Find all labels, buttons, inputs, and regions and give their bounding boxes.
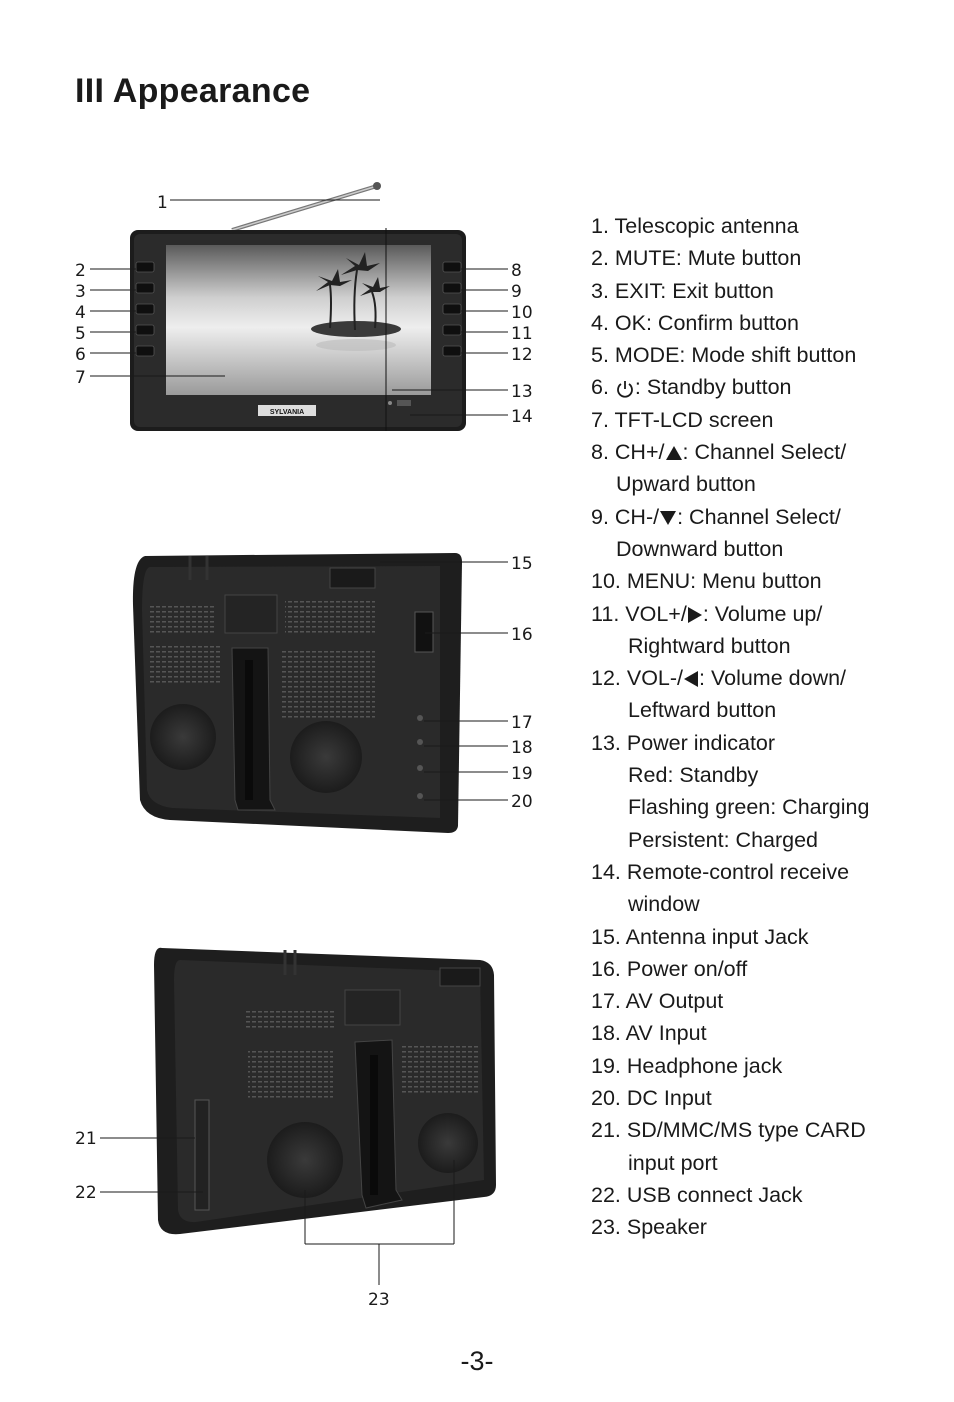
legend-item: 15. Antenna input Jack	[591, 924, 809, 949]
legend-item-prefix: 6.	[591, 375, 615, 400]
legend-item: 4. OK: Confirm button	[591, 310, 799, 335]
legend-item: 5. MODE: Mode shift button	[591, 343, 857, 368]
callout-5: 5	[75, 324, 86, 344]
callout-23: 23	[368, 1290, 390, 1310]
legend-item: 12. VOL-/ : Volume down/	[591, 662, 931, 694]
legend-item-continued: Flashing green: Charging	[628, 795, 870, 820]
legend-item-continued: Red: Standby	[628, 763, 759, 788]
callout-17: 17	[511, 713, 533, 733]
legend-item: 17. AV Output	[591, 989, 724, 1014]
legend-item: 6. : Standby button	[591, 371, 931, 403]
legend-item-continued: Upward button	[616, 472, 756, 497]
legend-item-prefix: 9. CH-/	[591, 504, 660, 529]
legend-item: 9. CH-/ : Channel Select/	[591, 501, 931, 533]
callout-12: 12	[511, 345, 533, 365]
legend-item: 21. SD/MMC/MS type CARD	[591, 1118, 866, 1143]
callout-9: 9	[511, 282, 522, 302]
legend-item: 23. Speaker	[591, 1215, 707, 1240]
callout-18: 18	[511, 738, 533, 758]
callout-3: 3	[75, 282, 86, 302]
legend-item-continued: input port	[628, 1150, 718, 1175]
callout-22: 22	[75, 1183, 97, 1203]
callout-6: 6	[75, 345, 86, 365]
callout-4: 4	[75, 303, 86, 323]
legend-item-continued: Rightward button	[628, 633, 791, 658]
legend-item-prefix: 12. VOL-/	[591, 666, 684, 691]
front-view-image: SYLVANIA	[130, 182, 466, 431]
brand-logo: SYLVANIA	[270, 409, 304, 416]
legend-item: 3. EXIT: Exit button	[591, 278, 774, 303]
triangle-down-icon	[660, 511, 677, 525]
legend-item: 8. CH+/ : Channel Select/	[591, 436, 931, 468]
legend-item-text: : Channel Select/	[677, 504, 841, 529]
callout-7: 7	[75, 368, 86, 388]
legend-item: 14. Remote-control receive	[591, 859, 850, 884]
legend-item-text: : Volume up/	[702, 601, 823, 626]
callout-19: 19	[511, 764, 533, 784]
legend-item: 10. MENU: Menu button	[591, 569, 822, 594]
page-title: III Appearance	[75, 72, 311, 110]
legend-item: 13. Power indicator	[591, 730, 776, 755]
triangle-up-icon	[665, 446, 682, 461]
legend-item-continued: Persistent: Charged	[628, 827, 819, 852]
legend-item: 1. Telescopic antenna	[591, 214, 799, 238]
legend-item: 16. Power on/off	[591, 956, 748, 981]
legend-item-text: : Channel Select/	[682, 440, 847, 465]
callout-8: 8	[511, 261, 522, 281]
triangle-left-icon	[684, 671, 699, 688]
legend-item: 19. Headphone jack	[591, 1053, 783, 1078]
callout-15: 15	[511, 554, 533, 574]
legend-item-prefix: 8. CH+/	[591, 440, 665, 465]
callout-21: 21	[75, 1129, 97, 1149]
angled-back-view-image	[154, 947, 496, 1235]
legend-item-continued: Downward button	[616, 536, 784, 561]
callout-16: 16	[511, 625, 533, 645]
callout-2: 2	[75, 261, 86, 281]
legend-item-prefix: 11. VOL+/	[591, 601, 687, 626]
legend-item: 20. DC Input	[591, 1086, 712, 1111]
legend-item: 2. MUTE: Mute button	[591, 246, 802, 271]
legend-item: 11. VOL+/ : Volume up/	[591, 598, 931, 630]
callout-1: 1	[157, 193, 168, 213]
legend-item: 7. TFT-LCD screen	[591, 407, 774, 432]
triangle-right-icon	[687, 606, 702, 623]
legend-item-continued: window	[628, 892, 700, 917]
legend-item: 18. AV Input	[591, 1021, 707, 1046]
legend-item-text: : Volume down/	[699, 666, 847, 691]
callout-11: 11	[511, 324, 533, 344]
power-icon	[617, 380, 633, 398]
page-number: -3-	[460, 1346, 494, 1376]
parts-legend: 1. Telescopic antenna 2. MUTE: Mute butt…	[591, 210, 931, 1244]
callout-20: 20	[511, 792, 533, 812]
legend-item: 22. USB connect Jack	[591, 1182, 803, 1207]
legend-item-continued: Leftward button	[628, 698, 777, 723]
screen-image	[166, 245, 431, 395]
legend-item-text: : Standby button	[634, 375, 792, 400]
callout-10: 10	[511, 303, 533, 323]
back-view-image	[132, 553, 462, 833]
callout-13: 13	[511, 382, 533, 402]
callout-14: 14	[511, 407, 533, 427]
